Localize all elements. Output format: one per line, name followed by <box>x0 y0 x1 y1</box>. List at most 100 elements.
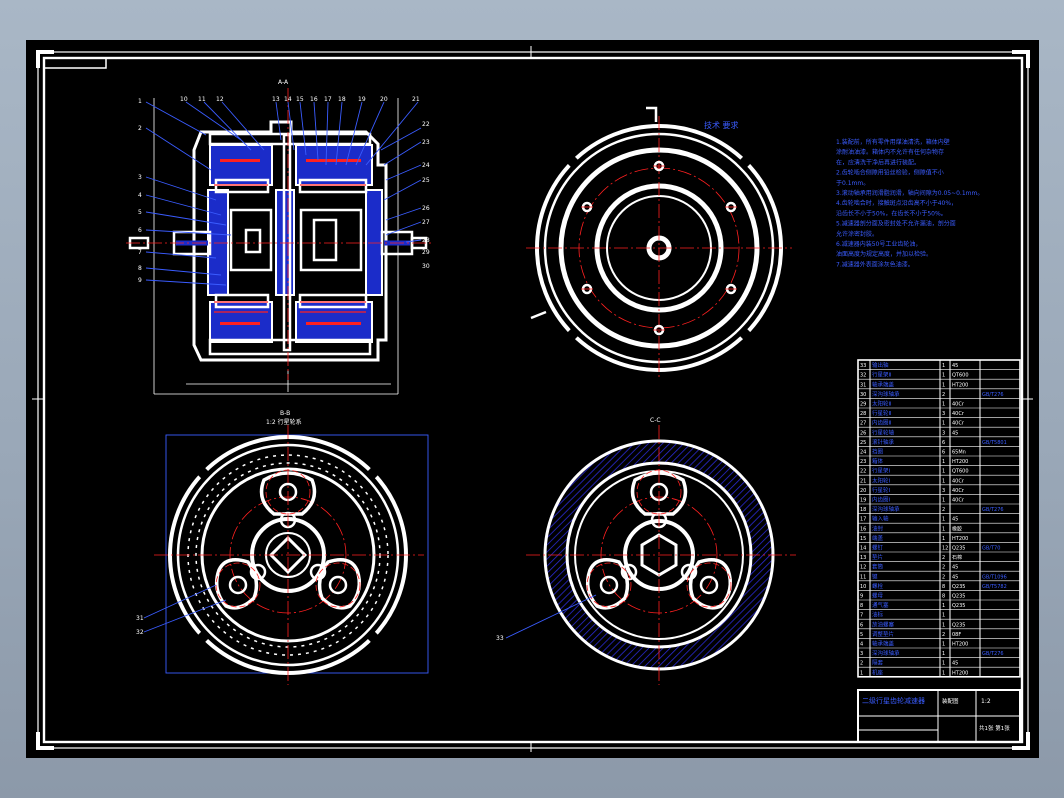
parts-table-cell: 40Cr <box>952 402 965 408</box>
leader-29: 29 <box>422 249 430 256</box>
parts-table-cell: 行星轮轴 <box>872 428 895 436</box>
note-line: 在，应清洗干净后再进行装配。 <box>836 158 920 166</box>
parts-table-cell: 调整垫片 <box>872 630 894 638</box>
parts-table-cell: 8 <box>942 594 945 600</box>
parts-table-cell: 行星轮Ⅰ <box>872 486 891 494</box>
parts-table-cell: HT200 <box>952 642 968 648</box>
leader-5: 5 <box>138 209 142 216</box>
leader-6: 6 <box>138 227 142 234</box>
leader-33: 33 <box>496 635 504 642</box>
title-block-sheet: 共1张 第1张 <box>979 724 1010 732</box>
parts-table-cell: 箱体 <box>872 457 884 465</box>
parts-table-cell: 20 <box>860 488 866 494</box>
parts-table-cell: QT600 <box>952 373 969 379</box>
parts-table-cell: 行星架Ⅰ <box>872 467 891 475</box>
leader-21: 21 <box>412 96 420 103</box>
note-line: 允许涂密封胶。 <box>836 230 878 238</box>
parts-table-cell: GB/T5801 <box>982 440 1007 446</box>
parts-table-cell: Q235 <box>952 546 965 552</box>
parts-table-cell: Q235 <box>952 622 965 628</box>
title-block-scale: 1:2 <box>981 698 991 705</box>
parts-table-cell: 3 <box>942 430 945 436</box>
leader-28: 28 <box>422 237 430 244</box>
assembly-drawing: 1 2 3 4 5 6 7 8 9 10 11 12 13 14 15 16 1… <box>32 46 1033 752</box>
parts-table-cell: 27 <box>860 421 866 427</box>
parts-table-cell: 2 <box>942 565 945 571</box>
parts-table-cell: 机座 <box>872 668 884 676</box>
parts-table-cell: 8 <box>860 603 863 609</box>
title-block-drawing-no: 装配图 <box>942 697 959 705</box>
parts-table-cell: 通气塞 <box>872 601 889 609</box>
parts-table-cell: 深沟球轴承 <box>872 649 900 657</box>
parts-table-cell: 40Cr <box>952 478 965 484</box>
parts-table-cell: 太阳轮Ⅱ <box>872 400 892 408</box>
parts-table-cell: 1 <box>942 642 945 648</box>
leader-numbers: 1 2 3 4 5 6 7 8 9 10 11 12 13 14 15 16 1… <box>136 96 504 642</box>
parts-table-cell: 螺钉 <box>872 544 884 552</box>
parts-table-cell: 40Cr <box>952 488 965 494</box>
cad-drawing-viewport[interactable]: 1 2 3 4 5 6 7 8 9 10 11 12 13 14 15 16 1… <box>26 40 1039 758</box>
parts-table-cell: Q235 <box>952 594 965 600</box>
parts-table-cell: 1 <box>942 517 945 523</box>
parts-table-cell: 13 <box>860 555 866 561</box>
leader-13: 13 <box>272 96 280 103</box>
sheet-border <box>32 46 1033 752</box>
parts-table-cell: 内齿圈Ⅱ <box>872 419 892 427</box>
title-block <box>857 689 1021 743</box>
parts-table-cell: 19 <box>860 498 866 504</box>
parts-table-cell: QT600 <box>952 469 969 475</box>
parts-table-cell: 22 <box>860 469 866 475</box>
parts-table-cell: 轴承端盖 <box>872 640 895 648</box>
leader-12: 12 <box>216 96 224 103</box>
parts-table-cell: HT200 <box>952 382 968 388</box>
note-line: 涂耐油油漆。箱体内不允许有任何杂物存 <box>836 148 944 156</box>
parts-table-cell: GB/T1096 <box>982 574 1007 580</box>
leader-27: 27 <box>422 219 430 226</box>
leader-2: 2 <box>138 125 142 132</box>
view-b-label: B-B <box>280 410 290 417</box>
parts-table-cell: 1 <box>942 469 945 475</box>
parts-table-cell: 放油螺塞 <box>872 620 895 628</box>
parts-table-cell: 5 <box>860 632 863 638</box>
parts-table-cell: 29 <box>860 402 866 408</box>
note-line: 3.滚动轴承用润滑脂润滑，轴向间隙为0.05~0.1mm。 <box>836 189 983 197</box>
parts-table-cell: 石棉 <box>952 554 962 561</box>
parts-table-cell: 1 <box>942 622 945 628</box>
parts-table-cell: 螺栓 <box>872 582 884 590</box>
parts-table-cell: 内齿圈Ⅰ <box>872 496 891 504</box>
parts-table-cell: 7 <box>860 613 863 619</box>
parts-table-cell: 2 <box>942 574 945 580</box>
parts-table-cell: 08F <box>952 632 961 638</box>
parts-table-cell: 40Cr <box>952 498 965 504</box>
leader-16: 16 <box>310 96 318 103</box>
parts-table-cell: 6 <box>942 450 945 456</box>
parts-table-cell: 1 <box>942 382 945 388</box>
parts-table-cell: 6 <box>860 622 863 628</box>
parts-table-cell: 25 <box>860 440 866 446</box>
parts-table-cell: 18 <box>860 507 866 513</box>
note-line: 4.齿轮啮合时，接触斑点沿齿高不小于40%， <box>836 199 957 207</box>
parts-table-cell: 1 <box>942 459 945 465</box>
parts-table-cell: 3 <box>942 411 945 417</box>
parts-table-cell: 1 <box>942 478 945 484</box>
end-view-housing <box>526 106 792 380</box>
parts-table-cell: Q235 <box>952 584 965 590</box>
parts-table-cell: 2 <box>942 507 945 513</box>
parts-table-cell: GB/T276 <box>982 507 1004 513</box>
note-line: 6.减速器内装50号工业齿轮油， <box>836 240 921 248</box>
parts-table-cell: 深沟球轴承 <box>872 505 900 513</box>
parts-table-cell: 40Cr <box>952 411 965 417</box>
parts-table-cell: 32 <box>860 373 866 379</box>
parts-table-cell: 2 <box>860 661 863 667</box>
parts-table-cell: Q235 <box>952 603 965 609</box>
parts-table-cell: HT200 <box>952 536 968 542</box>
parts-table-cell: 45 <box>952 565 958 571</box>
leader-7: 7 <box>138 249 142 256</box>
section-view-a <box>126 88 431 395</box>
view-b-sublabel: 1:2 行星轮系 <box>266 418 302 426</box>
parts-table-cell: 17 <box>860 517 866 523</box>
parts-table-cell: 输出轴 <box>872 361 889 369</box>
parts-table-cell: 9 <box>860 594 863 600</box>
leader-31: 31 <box>136 615 144 622</box>
